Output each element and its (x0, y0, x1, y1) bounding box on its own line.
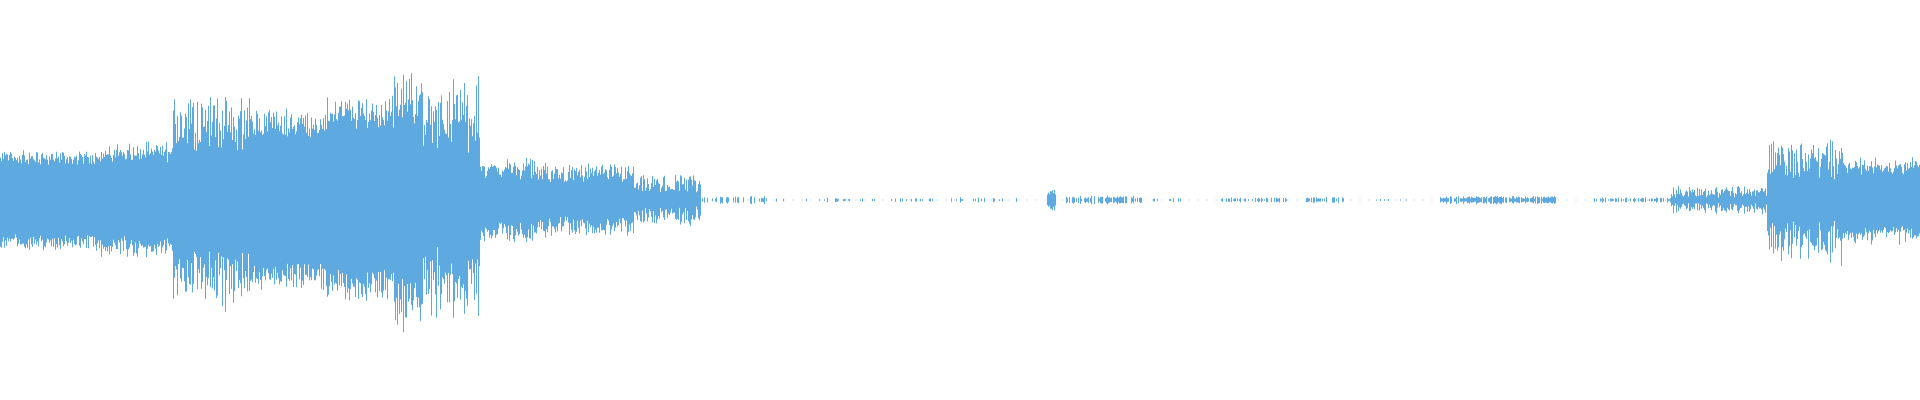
waveform-samples (0, 73, 1920, 333)
waveform-path (0, 73, 1920, 333)
